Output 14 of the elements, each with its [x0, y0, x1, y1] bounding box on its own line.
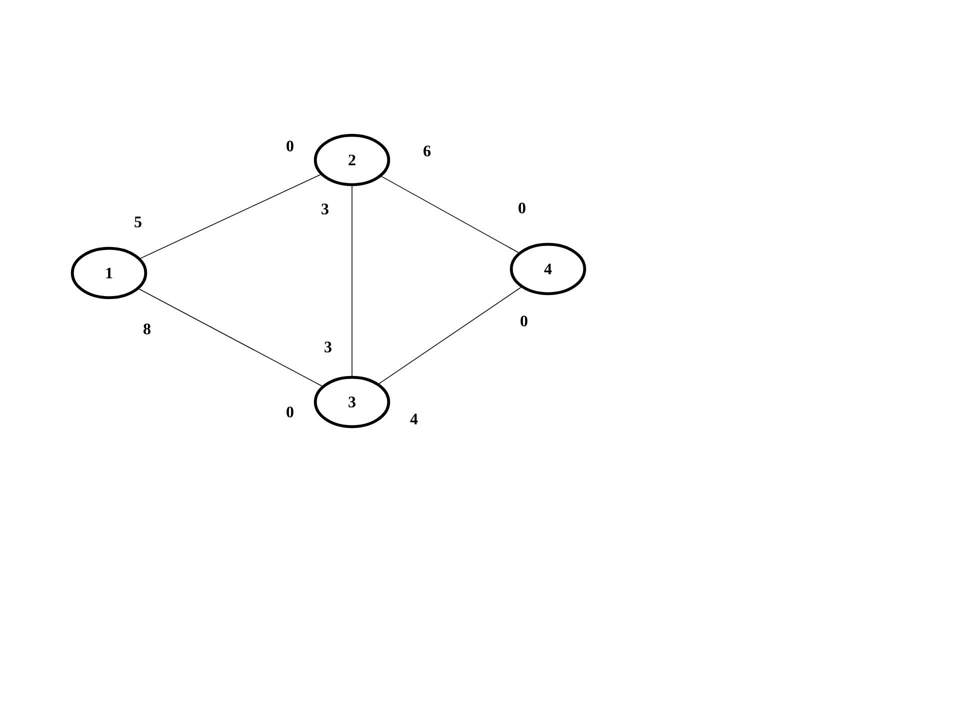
weight-label: 0 [518, 202, 526, 214]
weight-label: 5 [134, 216, 142, 228]
edge-line [140, 174, 321, 259]
edge-line [378, 286, 522, 384]
weight-label: 0 [520, 316, 528, 326]
weight-label: 0 [286, 406, 294, 418]
edge-line [381, 176, 519, 253]
weight-label: 3 [322, 204, 328, 214]
edge-line [138, 288, 322, 386]
weight-label: 8 [144, 324, 150, 334]
weight-label: 4 [410, 414, 418, 424]
weight-label: 6 [424, 146, 431, 156]
weight-label: 3 [324, 342, 332, 352]
weight-label: 0 [286, 140, 294, 152]
